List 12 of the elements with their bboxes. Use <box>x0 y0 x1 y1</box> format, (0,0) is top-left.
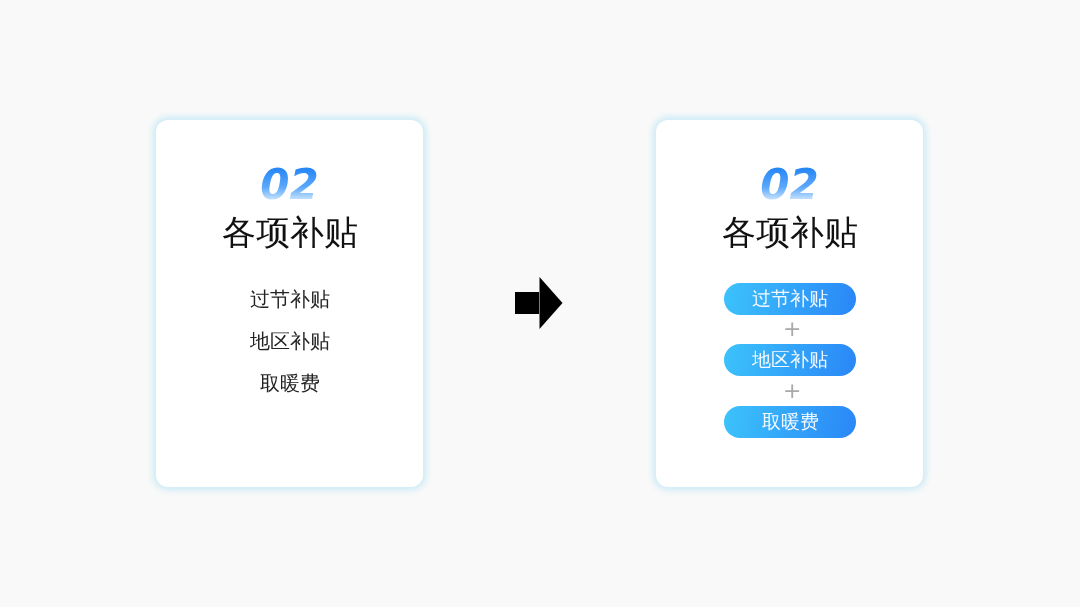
card-heading: 各项补贴 <box>721 215 858 249</box>
pill-label: 过节补贴 <box>724 283 856 315</box>
card-heading: 各项补贴 <box>221 215 358 249</box>
list-item: 过节补贴 <box>249 289 330 309</box>
plus-sign: + <box>783 318 802 340</box>
list-item: 地区补贴 <box>249 331 330 351</box>
list-item: 取暖费 <box>259 373 320 393</box>
card <box>656 120 923 487</box>
pill-label: 地区补贴 <box>724 344 856 376</box>
plus-sign: + <box>783 380 802 402</box>
card <box>156 120 423 487</box>
pill-label: 取暖费 <box>724 406 856 438</box>
